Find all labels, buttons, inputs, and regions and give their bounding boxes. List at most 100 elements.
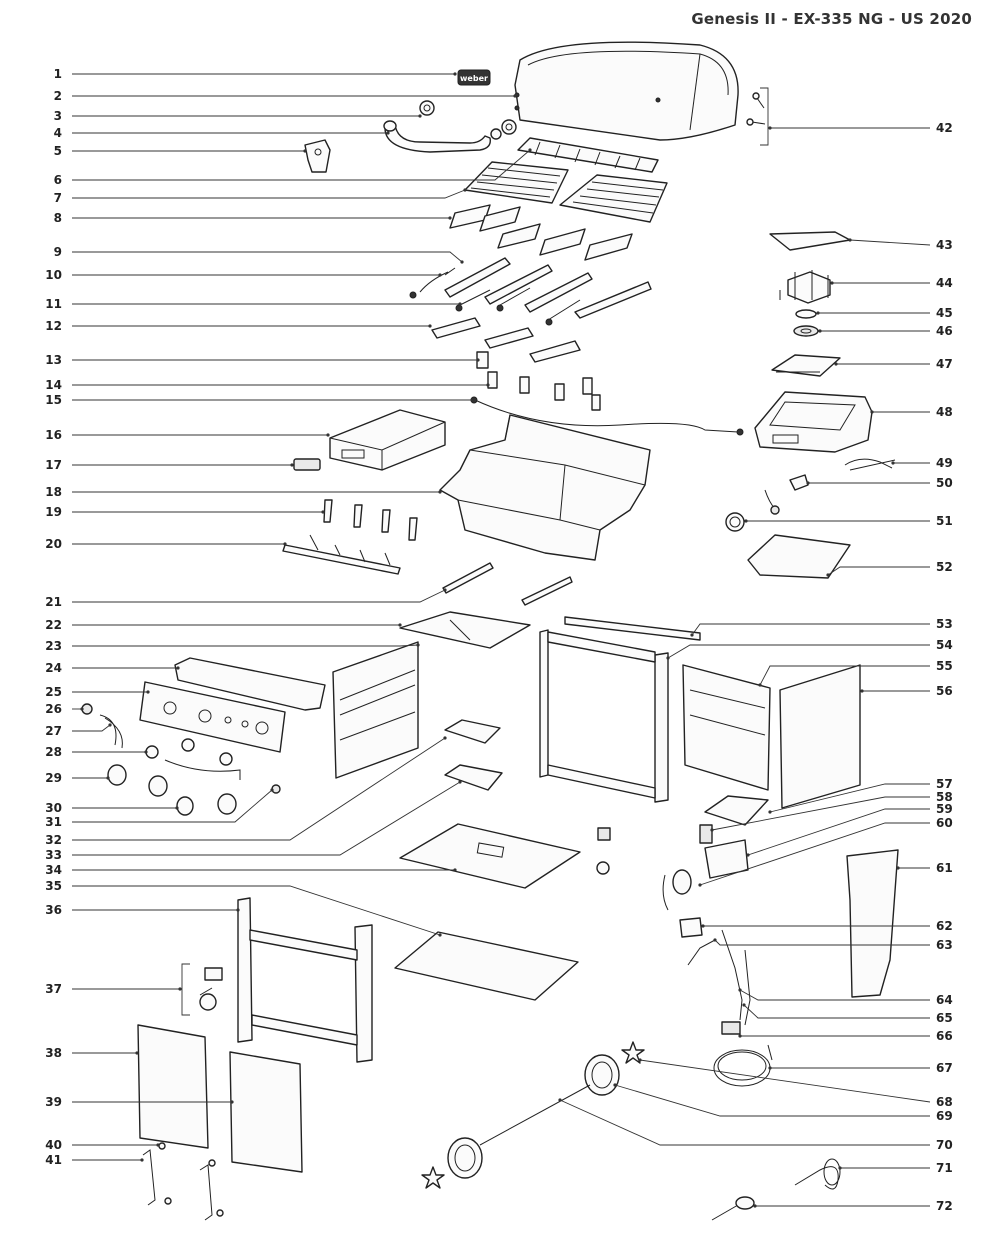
callout-anchor-dot — [270, 788, 274, 792]
callout-70: 70 — [558, 1098, 953, 1152]
callout-anchor-dot — [738, 1034, 742, 1038]
callout-number: 66 — [936, 1029, 953, 1043]
callout-anchor-dot — [742, 1003, 746, 1007]
callout-leader-line — [849, 239, 931, 246]
callout-anchor-dot — [513, 94, 517, 98]
callout-leader-line — [72, 149, 531, 181]
callout-bracket-42 — [760, 87, 769, 146]
callout-26: 26 — [45, 702, 84, 716]
callout-62: 62 — [701, 919, 953, 933]
part-wire-harness — [844, 458, 896, 471]
part-small-clips — [596, 827, 611, 875]
callout-number: 34 — [45, 863, 62, 877]
callout-anchor-dot — [891, 461, 895, 465]
callout-anchor-dot — [768, 810, 772, 814]
callout-leader-line — [72, 789, 273, 823]
callout-55: 55 — [758, 659, 953, 687]
callout-leader-line — [743, 1004, 930, 1019]
callout-anchor-dot — [838, 1166, 842, 1170]
part-grease-tray — [399, 611, 531, 649]
callout-number: 33 — [45, 848, 62, 862]
part-wheels — [447, 1054, 620, 1179]
part-side-burner-valve — [764, 474, 809, 515]
callout-number: 60 — [936, 816, 953, 830]
logo-text: weber — [460, 74, 488, 83]
callout-number: 19 — [45, 505, 62, 519]
callout-anchor-dot — [146, 690, 150, 694]
callout-anchor-dot — [896, 866, 900, 870]
callout-bracket-37 — [181, 963, 190, 1016]
callout-18: 18 — [45, 485, 442, 499]
callout-35: 35 — [45, 879, 442, 937]
callout-2: 2 — [54, 89, 517, 103]
callout-number: 71 — [936, 1161, 953, 1175]
part-bracket-60 — [704, 839, 749, 879]
part-cart-frame — [237, 897, 373, 1063]
callout-number: 5 — [54, 144, 62, 158]
callout-68: 68 — [638, 1058, 953, 1109]
callout-anchor-dot — [144, 750, 148, 754]
callout-leader-line — [559, 1099, 930, 1146]
callout-28: 28 — [45, 745, 148, 759]
callout-43: 43 — [848, 238, 953, 252]
callout-anchor-dot — [283, 542, 287, 546]
callout-number: 13 — [45, 353, 62, 367]
callout-anchor-dot — [713, 938, 717, 942]
callout-number: 29 — [45, 771, 62, 785]
callout-51: 51 — [744, 514, 953, 528]
part-cooking-grates — [464, 161, 668, 223]
callout-anchor-dot — [453, 868, 457, 872]
callout-leader-line — [769, 783, 930, 813]
callout-number: 57 — [936, 777, 953, 791]
callout-60: 60 — [698, 816, 953, 887]
callout-number: 27 — [45, 724, 62, 738]
callout-58: 58 — [710, 790, 953, 832]
callout-48: 48 — [870, 405, 953, 419]
callout-number: 14 — [45, 378, 62, 392]
callout-53: 53 — [690, 617, 953, 637]
callout-anchor-dot — [108, 723, 112, 727]
callout-anchor-dot — [753, 1204, 757, 1208]
part-side-burner-rings — [793, 309, 819, 337]
callout-5: 5 — [54, 144, 307, 158]
part-valves — [323, 499, 418, 541]
page-title: Genesis II - EX-335 NG - US 2020 — [691, 10, 972, 28]
callout-number: 3 — [54, 109, 62, 123]
callout-14: 14 — [45, 378, 490, 392]
part-rear-cover — [846, 849, 899, 998]
callout-49: 49 — [891, 456, 953, 470]
callout-number: 24 — [45, 661, 62, 675]
part-rear-crossbar — [564, 616, 701, 641]
callout-anchor-dot — [638, 1058, 642, 1062]
callout-anchor-dot — [230, 1100, 234, 1104]
callout-anchor-dot — [80, 707, 84, 711]
callout-number: 25 — [45, 685, 62, 699]
callout-number: 47 — [936, 357, 953, 371]
callout-anchor-dot — [438, 273, 442, 277]
part-small-part-17 — [293, 458, 321, 471]
callout-number: 22 — [45, 618, 62, 632]
callout-anchor-dot — [386, 131, 390, 135]
callout-leader-line — [827, 566, 930, 576]
callout-leader-line — [72, 251, 463, 263]
callout-anchor-dot — [666, 656, 670, 660]
callout-46: 46 — [818, 324, 953, 338]
callout-leader-line — [614, 1084, 930, 1117]
callout-number: 28 — [45, 745, 62, 759]
callout-number: 45 — [936, 306, 953, 320]
callout-number: 38 — [45, 1046, 62, 1060]
callout-anchor-dot — [178, 987, 182, 991]
part-side-burner-lid — [769, 231, 851, 251]
callout-number: 41 — [45, 1153, 62, 1167]
part-rear-panel — [779, 664, 861, 809]
part-control-panel-top — [174, 657, 326, 711]
callout-leader-line — [739, 989, 930, 1001]
callout-anchor-dot — [758, 683, 762, 687]
callout-number: 48 — [936, 405, 953, 419]
part-bottom-panel — [399, 823, 581, 889]
callout-34: 34 — [45, 863, 457, 877]
part-heat-deflectors — [431, 317, 581, 363]
callout-44: 44 — [830, 276, 953, 290]
part-side-burner-grate — [779, 270, 831, 304]
callout-number: 18 — [45, 485, 62, 499]
